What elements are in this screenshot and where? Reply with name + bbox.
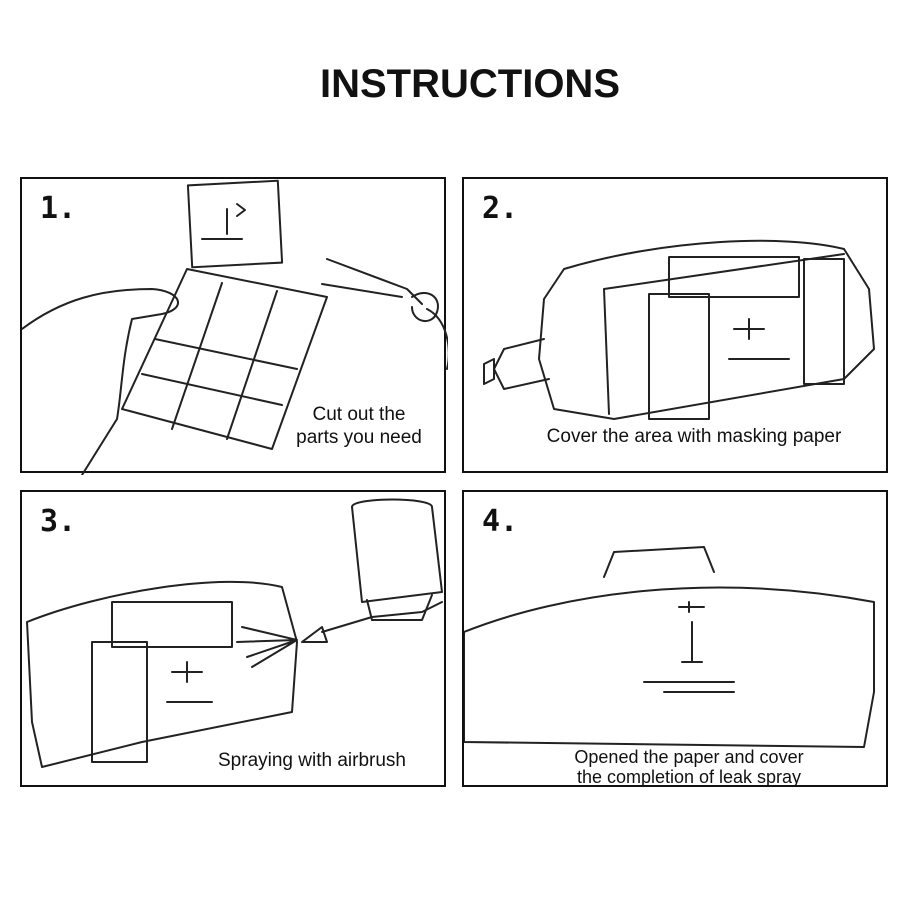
airbrush-illustration xyxy=(26,498,443,768)
step-number: 2. xyxy=(482,191,519,226)
step-4-caption: Opened the paper and cover the completio… xyxy=(574,747,804,787)
step-1-panel: 1. Cut out the parts you need xyxy=(20,177,448,475)
page-title: INSTRUCTIONS xyxy=(320,62,620,106)
step-2-caption: Cover the area with masking paper xyxy=(546,426,842,447)
step-number: 4. xyxy=(482,504,519,539)
step-1-caption: Cut out the parts you need xyxy=(296,404,422,448)
step-2-panel: 2. Cover the area with masking paper xyxy=(462,177,888,473)
step-3-panel: 3. Spraying with airbrush xyxy=(20,490,446,787)
finished-tank-illustration xyxy=(464,546,875,748)
step-number: 3. xyxy=(40,504,77,539)
step-3-caption: Spraying with airbrush xyxy=(218,750,406,771)
step-4-panel: 4. Opened the paper and cover the comple… xyxy=(462,490,888,787)
cut-decal-illustration xyxy=(22,179,448,475)
masking-tank-illustration xyxy=(483,239,875,420)
step-number: 1. xyxy=(40,191,77,226)
